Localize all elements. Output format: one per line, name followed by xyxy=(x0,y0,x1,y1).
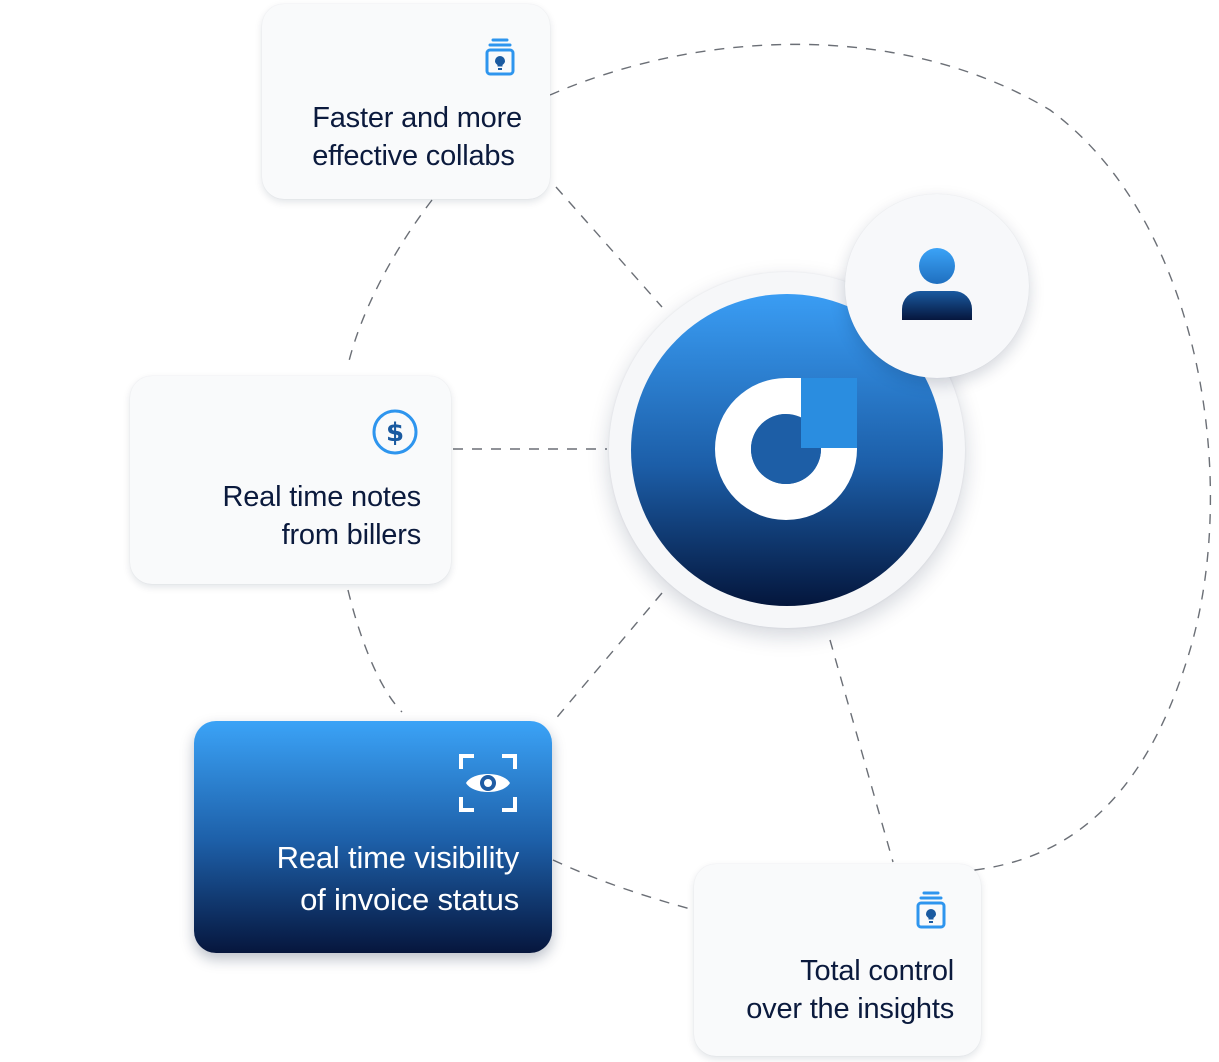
card-title: Total control over the insights xyxy=(746,952,954,1028)
dollar-circle-icon: $ xyxy=(372,409,418,455)
card-title: Real time visibility of invoice status xyxy=(276,837,520,921)
clipboard-lightbulb-icon xyxy=(485,38,515,76)
card-title: Real time notes from billers xyxy=(223,478,422,554)
card-title-line: Total control xyxy=(800,955,954,987)
card-title-line: over the insights xyxy=(746,993,954,1025)
user-icon xyxy=(902,248,972,320)
eye-scan-icon xyxy=(459,754,517,812)
inner-orbit-left-lower xyxy=(347,589,403,713)
card-title-line: from billers xyxy=(281,519,422,551)
spoke-to-insights xyxy=(829,639,894,863)
benefit-card-insights: Total control over the insights xyxy=(694,864,981,1056)
spoke-to-visibility xyxy=(552,592,663,723)
spoke-to-collabs xyxy=(555,186,663,308)
benefit-card-notes: $ Real time notes from billers xyxy=(130,376,451,584)
benefit-card-visibility: Real time visibility of invoice status xyxy=(194,721,552,953)
card-title-line: Real time notes xyxy=(222,481,422,513)
clipboard-lightbulb-icon xyxy=(916,891,946,929)
orbit-bottom-link xyxy=(552,859,695,911)
inner-orbit-left-upper xyxy=(347,199,433,366)
card-title-line: of invoice status xyxy=(300,882,519,917)
benefit-card-collabs: Faster and more effective collabs xyxy=(262,4,550,199)
svg-text:$: $ xyxy=(386,418,404,448)
card-title-line: Faster and more xyxy=(312,102,522,134)
card-title-line: Real time visibility xyxy=(276,840,520,875)
brand-ring-logo-icon xyxy=(715,378,857,520)
user-badge xyxy=(845,194,1029,378)
card-title-line: effective collabs xyxy=(312,140,515,172)
card-title: Faster and more effective collabs xyxy=(312,99,522,175)
